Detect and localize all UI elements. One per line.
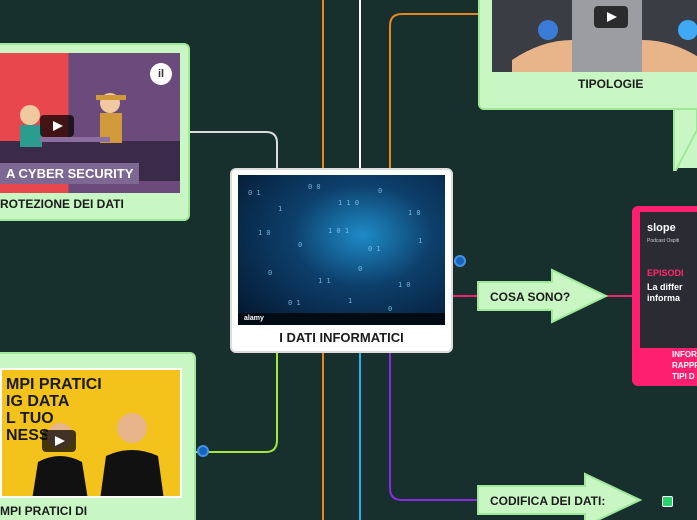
svg-text:0 1: 0 1: [248, 189, 261, 197]
node-protezione-dati[interactable]: il A CYBER SECURITY ROTEZIONE DEI DATI: [0, 43, 190, 221]
svg-text:0: 0: [388, 305, 392, 313]
central-title: I DATI INFORMATICI: [279, 330, 404, 345]
play-icon[interactable]: [42, 430, 76, 452]
thumb-line-2: IG DATA: [6, 393, 70, 410]
svg-text:1: 1: [278, 205, 282, 213]
node-esempi-pratici[interactable]: MPI PRATICI IG DATA L TUO NESS MPI PRATI…: [0, 352, 196, 520]
white-branch-protezione: [188, 131, 278, 170]
svg-text:0: 0: [298, 241, 302, 249]
tipologie-label: TIPOLOGIE: [578, 77, 644, 91]
node-podcast[interactable]: slope Podcast Ospiti EPISODI La differ i…: [632, 206, 697, 386]
podcast-caption-3: TIPI D: [672, 372, 695, 381]
podcast-thumbnail[interactable]: slope Podcast Ospiti EPISODI La differ i…: [640, 212, 697, 348]
podcast-caption: INFOR RAPPR TIPI D: [672, 349, 697, 382]
binary-data-image: 0 1 1 0 0 1 1 0 0 1 0 1 0 0 1 0 1 0 1 1 0 1 1 0 1 …: [238, 175, 445, 325]
svg-text:1 0 1: 1 0 1: [328, 227, 349, 235]
svg-text:1 0: 1 0: [408, 209, 421, 217]
purple-branch-codifica: [389, 352, 478, 501]
svg-text:1 1 0: 1 1 0: [338, 199, 359, 207]
node-tipologie[interactable]: TIPOLOGIE: [478, 0, 697, 110]
video-title-text: A CYBER SECURITY: [6, 166, 134, 181]
podcast-line-2: informa: [647, 293, 681, 303]
svg-text:0 1: 0 1: [368, 245, 381, 253]
svg-text:1: 1: [418, 237, 422, 245]
svg-text:0: 0: [268, 269, 272, 277]
cosa-sono-label[interactable]: COSA SONO?: [490, 290, 571, 304]
collapse-toggle-icon[interactable]: [454, 255, 466, 267]
logo-text: il: [157, 68, 165, 80]
alamy-watermark: alamy: [244, 315, 264, 322]
thumbnail-text: MPI PRATICI IG DATA L TUO NESS: [6, 376, 102, 444]
play-icon[interactable]: [594, 6, 628, 28]
lime-branch-esempi: [196, 352, 278, 453]
svg-text:0 0: 0 0: [308, 183, 321, 191]
svg-text:0: 0: [378, 187, 382, 195]
podcast-episode: EPISODI: [647, 268, 684, 278]
big-data-video-thumbnail[interactable]: MPI PRATICI IG DATA L TUO NESS: [0, 368, 182, 498]
cyber-security-illustration: [0, 93, 180, 181]
codifica-arrow: [477, 472, 643, 520]
presenters-illustration: [32, 413, 164, 496]
note-icon[interactable]: [662, 496, 673, 507]
svg-text:0 1: 0 1: [288, 299, 301, 307]
cosa-sono-arrow: [477, 268, 609, 324]
watermark-text: alamy: [244, 315, 264, 322]
svg-text:1 0: 1 0: [258, 229, 271, 237]
protezione-label: ROTEZIONE DEI DATI: [0, 197, 124, 211]
esempi-label: MPI PRATICI DI: [0, 504, 88, 518]
podcast-line-1: La differ: [647, 282, 683, 292]
podcast-brand: slope: [647, 222, 676, 234]
thumb-line-4: NESS: [6, 427, 50, 444]
video-title-banner: A CYBER SECURITY: [0, 163, 140, 184]
video-logo-badge: il: [150, 63, 172, 85]
svg-text:1 0: 1 0: [398, 281, 411, 289]
podcast-caption-2: RAPPR: [672, 361, 697, 370]
codifica-label[interactable]: CODIFICA DEI DATI:: [490, 494, 606, 508]
svg-text:0: 0: [358, 265, 362, 273]
podcast-sub: Podcast Ospiti: [647, 238, 680, 244]
svg-text:1: 1: [348, 297, 352, 305]
link-bubble-icon[interactable]: [197, 445, 209, 457]
central-node[interactable]: 0 1 1 0 0 1 1 0 0 1 0 1 0 0 1 0 1 0 1 1 0 1 1 0 1 …: [230, 168, 453, 353]
thumb-line-1: MPI PRATICI: [6, 376, 102, 393]
cyber-security-video-thumbnail[interactable]: il A CYBER SECURITY: [0, 53, 180, 193]
svg-text:1 1: 1 1: [318, 277, 331, 285]
tipologie-video-thumbnail[interactable]: [492, 0, 697, 72]
podcast-caption-1: INFOR: [672, 350, 697, 359]
thumb-line-3: L TUO: [6, 410, 54, 427]
binary-rain-pattern: 0 1 1 0 0 1 1 0 0 1 0 1 0 0 1 0 1 0 1 1 0 1 1 0 1 …: [238, 183, 445, 325]
orange-branch-tipologie: [389, 13, 492, 170]
play-icon[interactable]: [40, 115, 74, 137]
